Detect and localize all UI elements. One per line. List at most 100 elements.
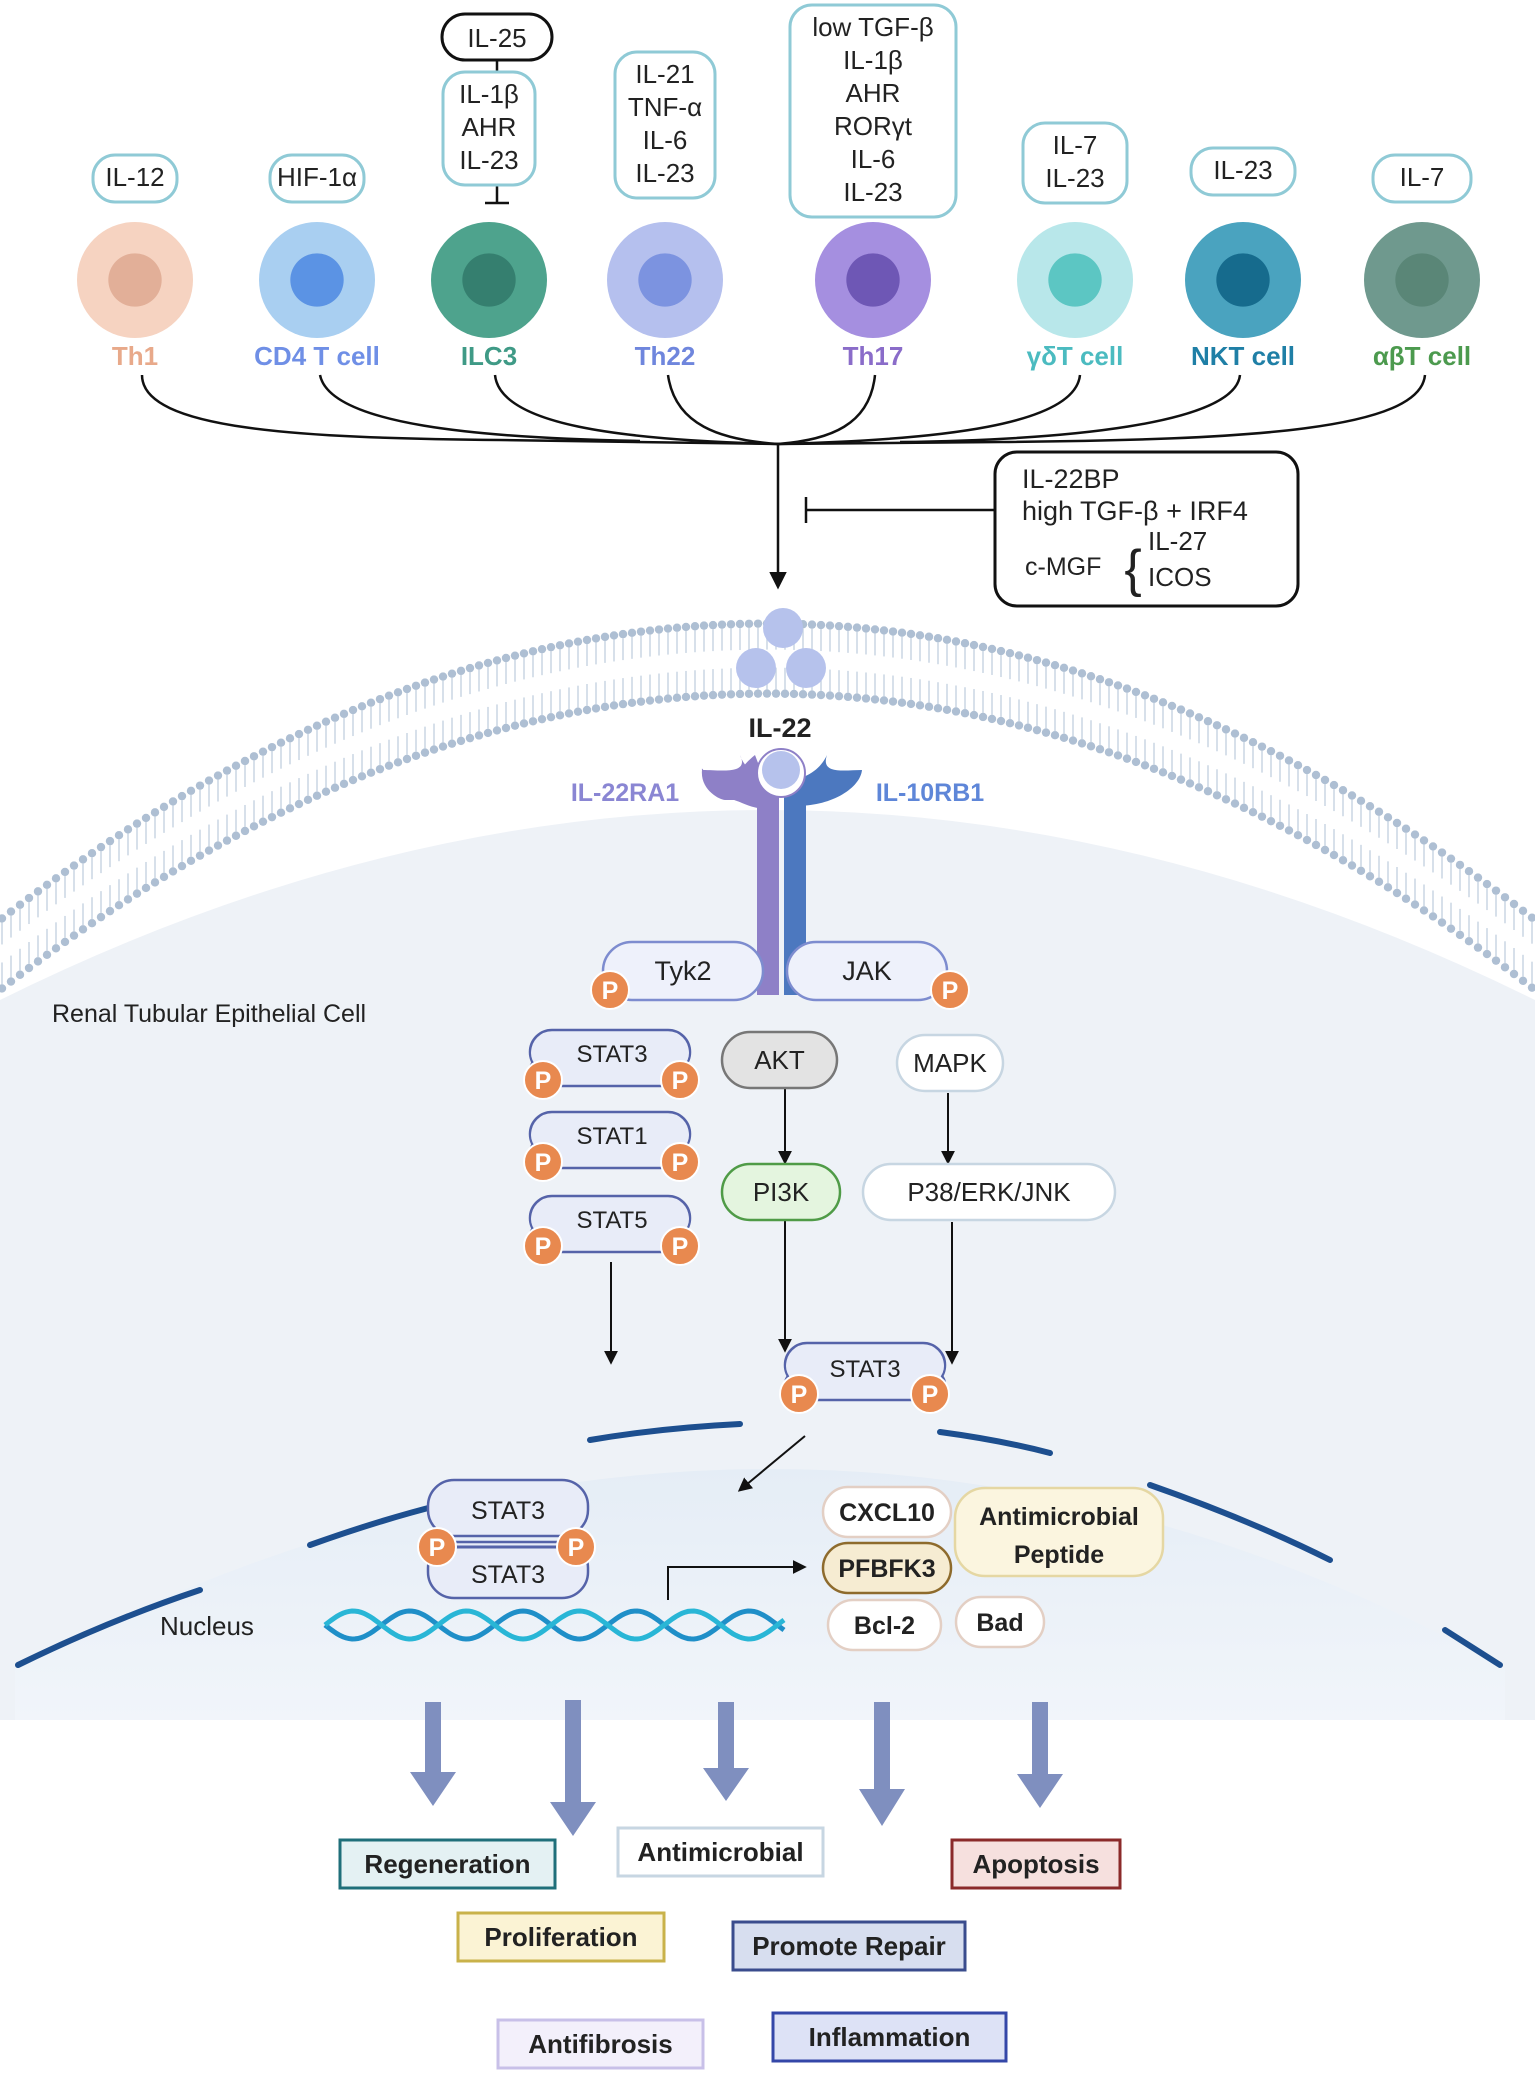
- cell-nucleus: [462, 253, 516, 307]
- lipid-head: [1338, 856, 1348, 865]
- node-pill: [821, 1485, 953, 1539]
- node-pill: [953, 1486, 1165, 1578]
- lipid-head: [258, 747, 268, 756]
- lipid-head: [258, 817, 268, 826]
- node-pi3k: PI3K: [720, 1162, 842, 1222]
- lipid-head: [105, 906, 115, 916]
- cell-nucleus: [290, 253, 344, 307]
- phospho-circle: [910, 1374, 950, 1414]
- lipid-head: [753, 619, 763, 628]
- lipid-head: [555, 641, 565, 650]
- lipid-head: [168, 867, 178, 876]
- lipid-head: [267, 812, 277, 822]
- lipid-head: [159, 802, 169, 812]
- lipid-head: [1374, 877, 1384, 886]
- lipid-head: [1527, 913, 1535, 922]
- lipid-head: [393, 758, 403, 767]
- lipid-head: [231, 761, 241, 770]
- inducer-text: IL-23: [843, 177, 902, 207]
- lipid-head: [1347, 791, 1357, 800]
- lipid-head: [447, 739, 457, 748]
- dna-helix: [323, 1608, 786, 1642]
- lipid-head: [816, 690, 826, 700]
- lipid-head: [708, 620, 718, 630]
- lipid-head: [330, 713, 340, 722]
- outcome-label: Antifibrosis: [528, 2029, 672, 2059]
- lipid-head: [429, 745, 439, 754]
- lipid-head: [438, 742, 448, 751]
- lipid-head: [123, 895, 133, 904]
- lipid-head: [1347, 861, 1357, 870]
- inducer-text: AHR: [462, 112, 517, 142]
- phospho-group: P: [660, 1226, 700, 1266]
- phospho-circle: [590, 970, 630, 1010]
- lipid-head: [834, 691, 844, 701]
- lipid-head: [42, 880, 52, 890]
- node-mapk-label: MAPK: [913, 1048, 987, 1078]
- lipid-head: [348, 775, 358, 785]
- lipid-head: [879, 696, 889, 705]
- outcome-antifibrosis: Antifibrosis: [496, 2018, 705, 2070]
- inducer-box: [1021, 121, 1129, 205]
- inhibitor-line: IL-22BP: [1022, 464, 1120, 494]
- lipid-head: [1410, 830, 1420, 839]
- phospho-group: P: [523, 1142, 563, 1182]
- node-pill: [895, 1033, 1005, 1093]
- lipid-head: [375, 764, 385, 774]
- lipid-head: [987, 714, 997, 724]
- lipid-head: [1473, 943, 1483, 952]
- lipid-head: [1518, 976, 1528, 986]
- lipid-head: [150, 878, 160, 887]
- lipid-head: [528, 647, 538, 656]
- lipid-head: [573, 637, 583, 646]
- phospho-group: P: [556, 1527, 596, 1567]
- inducer-box: [1371, 153, 1473, 204]
- inducer-box: [441, 70, 537, 187]
- outcome-box: [731, 1920, 967, 1972]
- phospho-group: P: [660, 1060, 700, 1100]
- lipid-head: [177, 861, 187, 871]
- lipid-head: [825, 621, 835, 630]
- lipid-head: [582, 635, 592, 645]
- cell-nucleus: [1395, 253, 1449, 307]
- lipid-head: [6, 977, 16, 986]
- outcome-label: Inflammation: [809, 2022, 971, 2052]
- lipid-head: [366, 698, 376, 707]
- lipid-head: [1095, 675, 1105, 684]
- lipid-head: [87, 919, 97, 928]
- inducer-text: IL-23: [1045, 163, 1104, 193]
- lipid-head: [1113, 751, 1123, 760]
- gene-3-label: Bad: [976, 1609, 1023, 1637]
- phospho-group: P: [660, 1142, 700, 1182]
- lipid-head: [96, 842, 106, 852]
- lipid-head: [501, 723, 511, 733]
- lipid-head: [1050, 660, 1060, 670]
- lipid-head: [1167, 701, 1177, 711]
- lipid-head: [663, 624, 673, 633]
- lipid-head: [1050, 730, 1060, 740]
- lipid-head: [1446, 924, 1456, 933]
- lipid-head: [1113, 681, 1123, 690]
- amp-label-line: Antimicrobial: [979, 1503, 1139, 1531]
- lipid-head: [699, 621, 709, 630]
- lipid-head: [510, 721, 520, 730]
- stat-label: STAT5: [576, 1207, 647, 1234]
- lipid-head: [942, 705, 952, 715]
- lipid-head: [1527, 983, 1535, 992]
- lipid-head: [1005, 718, 1015, 728]
- inhibitor-line: high TGF-β + IRF4: [1022, 496, 1248, 526]
- lipid-head: [1140, 691, 1150, 700]
- phospho-group: P: [523, 1060, 563, 1100]
- lipid-head: [537, 714, 547, 724]
- phospho-label: P: [535, 1067, 552, 1095]
- dna-strand: [323, 1608, 786, 1642]
- gene-0-label: CXCL10: [839, 1499, 935, 1527]
- lipid-head: [528, 717, 538, 726]
- lipid-head: [780, 689, 790, 698]
- gene-2-label: Bcl-2: [854, 1612, 915, 1640]
- lipid-head: [150, 808, 160, 817]
